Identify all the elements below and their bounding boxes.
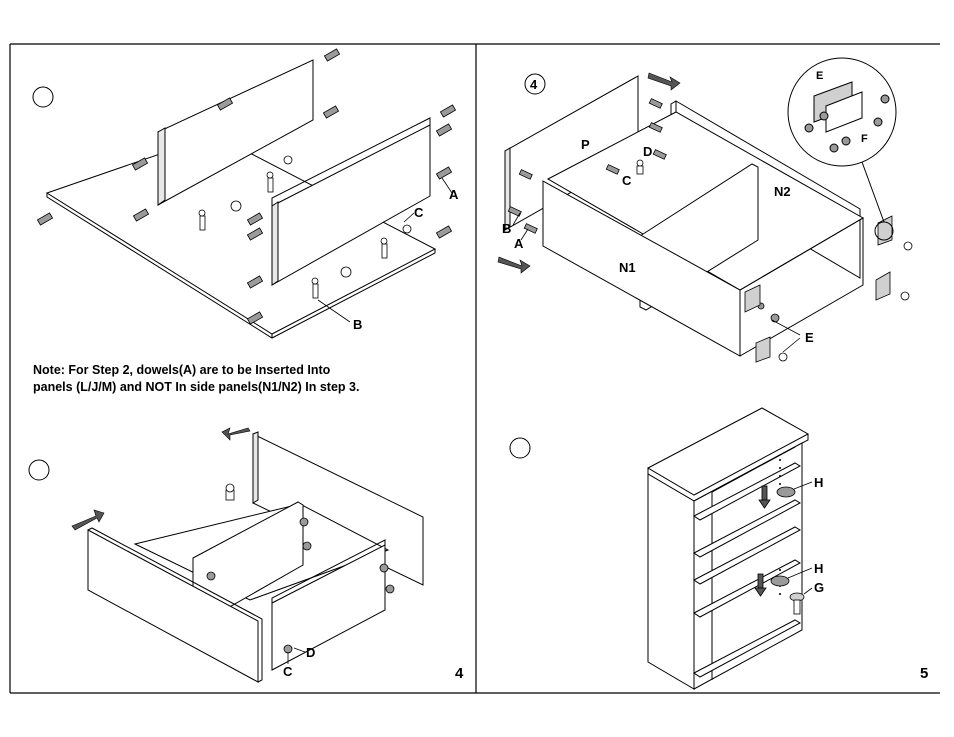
- step-number-top-right: 4: [530, 77, 538, 92]
- step-circle-bottom-left: [29, 460, 49, 480]
- note-line-1: Note: For Step 2, dowels(A) are to be In…: [33, 362, 453, 379]
- step3-label-c: C: [283, 664, 293, 679]
- step4-label-b: B: [502, 221, 511, 236]
- step3-label-d: D: [306, 645, 315, 660]
- detail-label-f: F: [861, 133, 868, 145]
- step4-label-e: E: [805, 330, 814, 345]
- page-number-right: 5: [920, 665, 928, 682]
- step4-label-c: C: [622, 173, 632, 188]
- label-p: P: [581, 137, 590, 152]
- bookcase-diagram: [648, 408, 808, 689]
- step2-label-c: C: [414, 205, 424, 220]
- detail-label-e: E: [816, 70, 823, 82]
- note-line-2: panels (L/J/M) and NOT In side panels(N1…: [33, 379, 453, 396]
- step-circle-top-left: [33, 87, 53, 107]
- step2-label-b: B: [353, 317, 362, 332]
- step-circle-bottom-right: [510, 438, 530, 458]
- step3-diagram: [88, 432, 423, 682]
- step5-label-h-lower: H: [814, 561, 823, 576]
- step2-diagram: [47, 60, 435, 338]
- page-number-left: 4: [455, 665, 464, 682]
- assembly-note: Note: For Step 2, dowels(A) are to be In…: [33, 362, 453, 396]
- step3-arrows: [72, 428, 250, 530]
- step5-label-h-upper: H: [814, 475, 823, 490]
- label-n1: N1: [619, 260, 636, 275]
- step5-label-g: G: [814, 580, 824, 595]
- label-n2: N2: [774, 184, 791, 199]
- step4-label-a: A: [514, 236, 524, 251]
- step4-label-d: D: [643, 144, 652, 159]
- step2-label-a: A: [449, 187, 459, 202]
